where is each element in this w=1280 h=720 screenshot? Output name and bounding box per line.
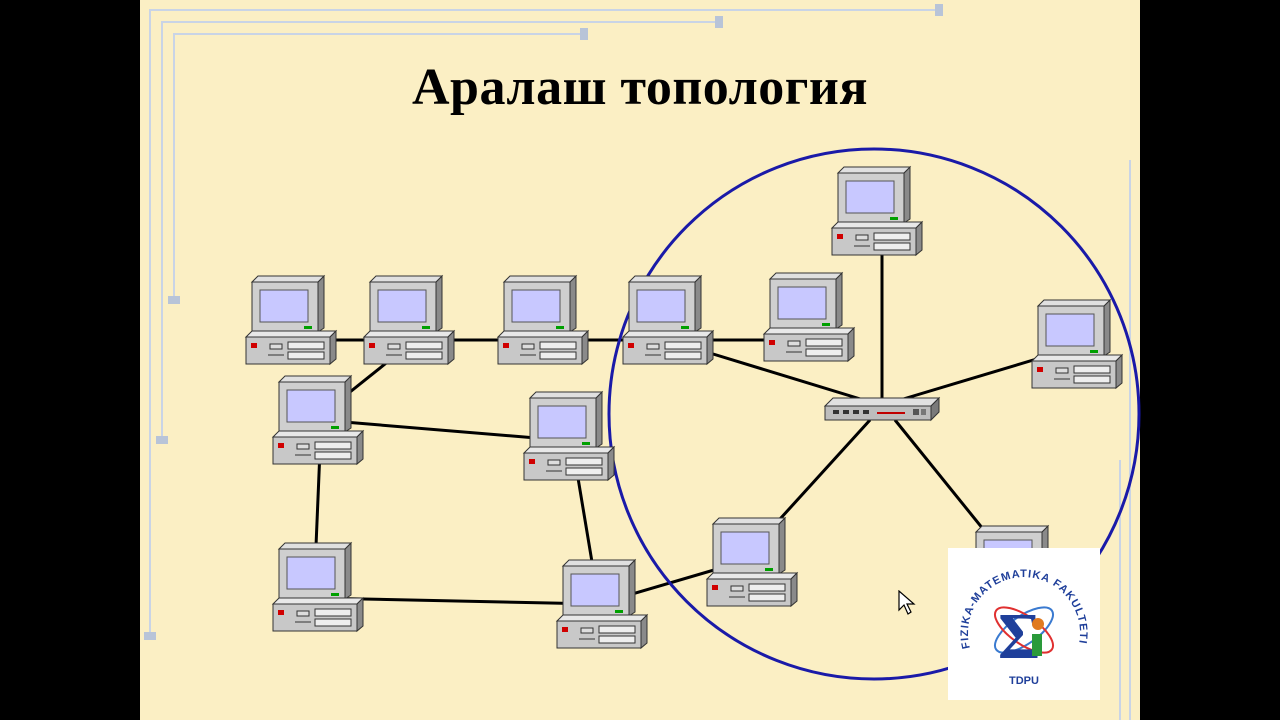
desktop-computer-icon <box>556 559 648 649</box>
decorative-frame <box>144 4 1131 720</box>
cable <box>699 348 881 407</box>
desktop-computer-icon <box>497 275 589 365</box>
mouse-cursor-icon <box>898 590 916 615</box>
cable <box>319 418 561 442</box>
desktop-computer-icon <box>272 375 364 465</box>
faculty-logo: FIZIKA-MATEMATIKA FAKULTETI Σ TDPU <box>948 548 1100 700</box>
desktop-computer-icon <box>622 275 714 365</box>
desktop-computer-icon <box>831 166 923 256</box>
desktop-computer-icon <box>272 542 364 632</box>
cable <box>899 353 1051 402</box>
cable <box>768 418 872 532</box>
desktop-computer-icon <box>706 517 798 607</box>
faculty-emblem: FIZIKA-MATEMATIKA FAKULTETI Σ TDPU <box>959 568 1088 687</box>
star-segment-circle <box>607 147 1141 681</box>
logo-bottom-text: TDPU <box>1009 675 1039 687</box>
network-switch-icon <box>823 396 941 422</box>
desktop-computer-icon <box>245 275 337 365</box>
desktop-computer-icon <box>523 391 615 481</box>
desktop-computer-icon <box>763 272 855 362</box>
desktop-computer-icon <box>363 275 455 365</box>
slide-title: Аралаш топология <box>411 59 869 116</box>
desktop-computer-icon <box>1031 299 1123 389</box>
